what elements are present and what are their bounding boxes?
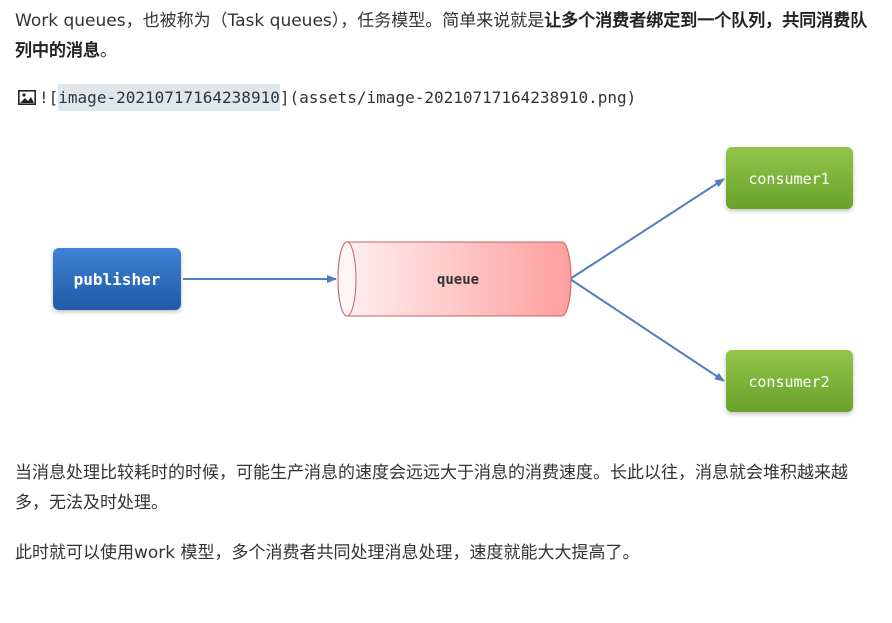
queue-node xyxy=(337,241,572,317)
queue-label: queue xyxy=(437,272,479,288)
solution-paragraph: 此时就可以使用work 模型，多个消费者共同处理消息处理，速度就能大大提高了。 xyxy=(15,543,640,563)
intro-text: Work queues，也被称为（Task queues），任务模型。简单来说就… xyxy=(15,11,545,31)
publisher-label: publisher xyxy=(74,270,161,289)
work-queue-diagram: publisher queue consumer1 consumer2 xyxy=(53,147,853,412)
intro-suffix: 。 xyxy=(100,41,117,61)
arrow-queue-to-consumer1 xyxy=(569,178,725,280)
load-paragraph: 当消息处理比较耗时的时候，可能生产消息的速度会远远大于消息的消费速度。长此以往，… xyxy=(15,463,848,513)
image-markdown-reference: ![image-20210717164238910](assets/image-… xyxy=(18,84,636,112)
image-icon xyxy=(18,90,36,105)
intro-paragraph: Work queues，也被称为（Task queues），任务模型。简单来说就… xyxy=(15,6,880,66)
image-path: ](assets/image-20210717164238910.png) xyxy=(279,88,637,107)
consumer1-label: consumer1 xyxy=(748,170,829,188)
intro-bold-text: 让多个消费者绑定到一个队列，共同消费队列中的消息 xyxy=(15,11,868,61)
consumer2-node xyxy=(726,350,853,412)
image-open-bracket: [ xyxy=(48,88,59,107)
consumer1-node xyxy=(726,147,853,209)
image-alt-text[interactable]: image-20210717164238910 xyxy=(58,84,280,111)
arrow-queue-to-consumer2 xyxy=(569,278,725,382)
publisher-node xyxy=(53,248,181,310)
consumer2-label: consumer2 xyxy=(748,373,829,391)
image-bang: ! xyxy=(39,88,49,107)
